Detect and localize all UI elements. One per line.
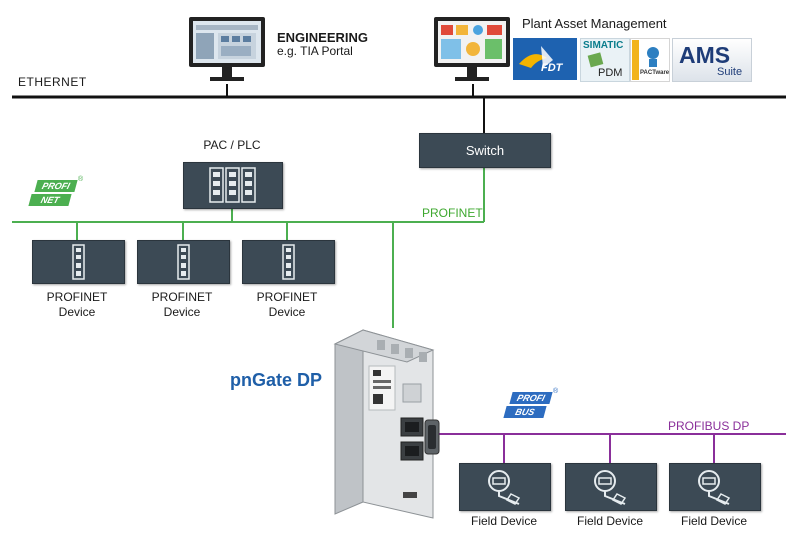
suite-text: Suite [717,66,743,78]
ams-suite-logo: AMS Suite [672,38,752,82]
profinet-device-2-line2: Device [163,305,201,319]
profinet-device-3 [242,240,335,284]
gateway-device-icon [333,329,440,519]
profinet-device-1-line1: PROFINET [46,290,108,304]
profinet-registered-icon: ® [78,176,84,183]
device-module-icon [177,244,190,280]
profinet-device-3-line2: Device [268,305,306,319]
fdt-logo-text: FDT [541,62,563,74]
asset-mgmt-title: Plant Asset Management [522,16,667,31]
profibus-logo-bottom: BUS [503,406,547,418]
device-module-icon [72,244,85,280]
profinet-logo-top: PROFI [34,180,78,192]
field-sensor-icon [594,470,627,505]
field-device-3 [669,463,761,511]
switch-box: Switch [419,133,551,168]
field-sensor-icon [698,470,731,505]
gateway-title: pnGate DP [230,370,323,390]
field-device-1-label: Field Device [470,514,538,528]
profinet-device-3-line1: PROFINET [256,290,318,304]
pactware-bar [632,40,639,80]
fdt-logo: FDT [513,38,577,80]
simatic-pdm-logo: SIMATIC PDM [580,38,630,82]
profinet-device-2-line1: PROFINET [151,290,213,304]
profinet-device-3-label: PROFINET Device [232,290,342,320]
profibus-logo: PROFI BUS ® [503,388,573,422]
field-device-3-label: Field Device [680,514,748,528]
engineering-monitor-icon [189,17,265,81]
ams-text: AMS [679,42,731,68]
profibus-label: PROFIBUS DP [668,419,750,433]
device-module-icon [282,244,295,280]
field-device-1 [459,463,551,511]
plc-box [183,162,283,209]
engineering-title: ENGINEERING [277,30,369,45]
profinet-label: PROFINET [422,206,483,220]
profinet-logo: PROFI NET ® [28,176,94,210]
fdt-logo-graphic [519,46,553,68]
profinet-device-1-label: PROFINET Device [22,290,132,320]
profinet-device-2 [137,240,230,284]
profinet-device-1 [32,240,125,284]
profinet-device-1-line2: Device [58,305,96,319]
simatic-text: SIMATIC [583,40,624,51]
profibus-logo-top: PROFI [509,392,553,404]
profibus-registered-icon: ® [553,388,559,395]
plc-label: PAC / PLC [203,138,261,152]
field-device-2 [565,463,657,511]
pdm-chip-icon [587,52,604,68]
pactware-head-icon [647,47,659,67]
field-device-2-label: Field Device [576,514,644,528]
field-sensor-icon [488,470,521,505]
profinet-logo-bottom: NET [28,194,72,206]
ethernet-label: ETHERNET [18,75,87,89]
plc-module-icon [209,167,256,203]
engineering-subtitle: e.g. TIA Portal [277,44,353,58]
pactware-logo: PACTware [630,38,670,82]
profinet-device-2-label: PROFINET Device [127,290,237,320]
asset-monitor-icon [434,17,510,81]
pdm-text: PDM [598,67,623,79]
pactware-text: PACTware [640,70,670,76]
